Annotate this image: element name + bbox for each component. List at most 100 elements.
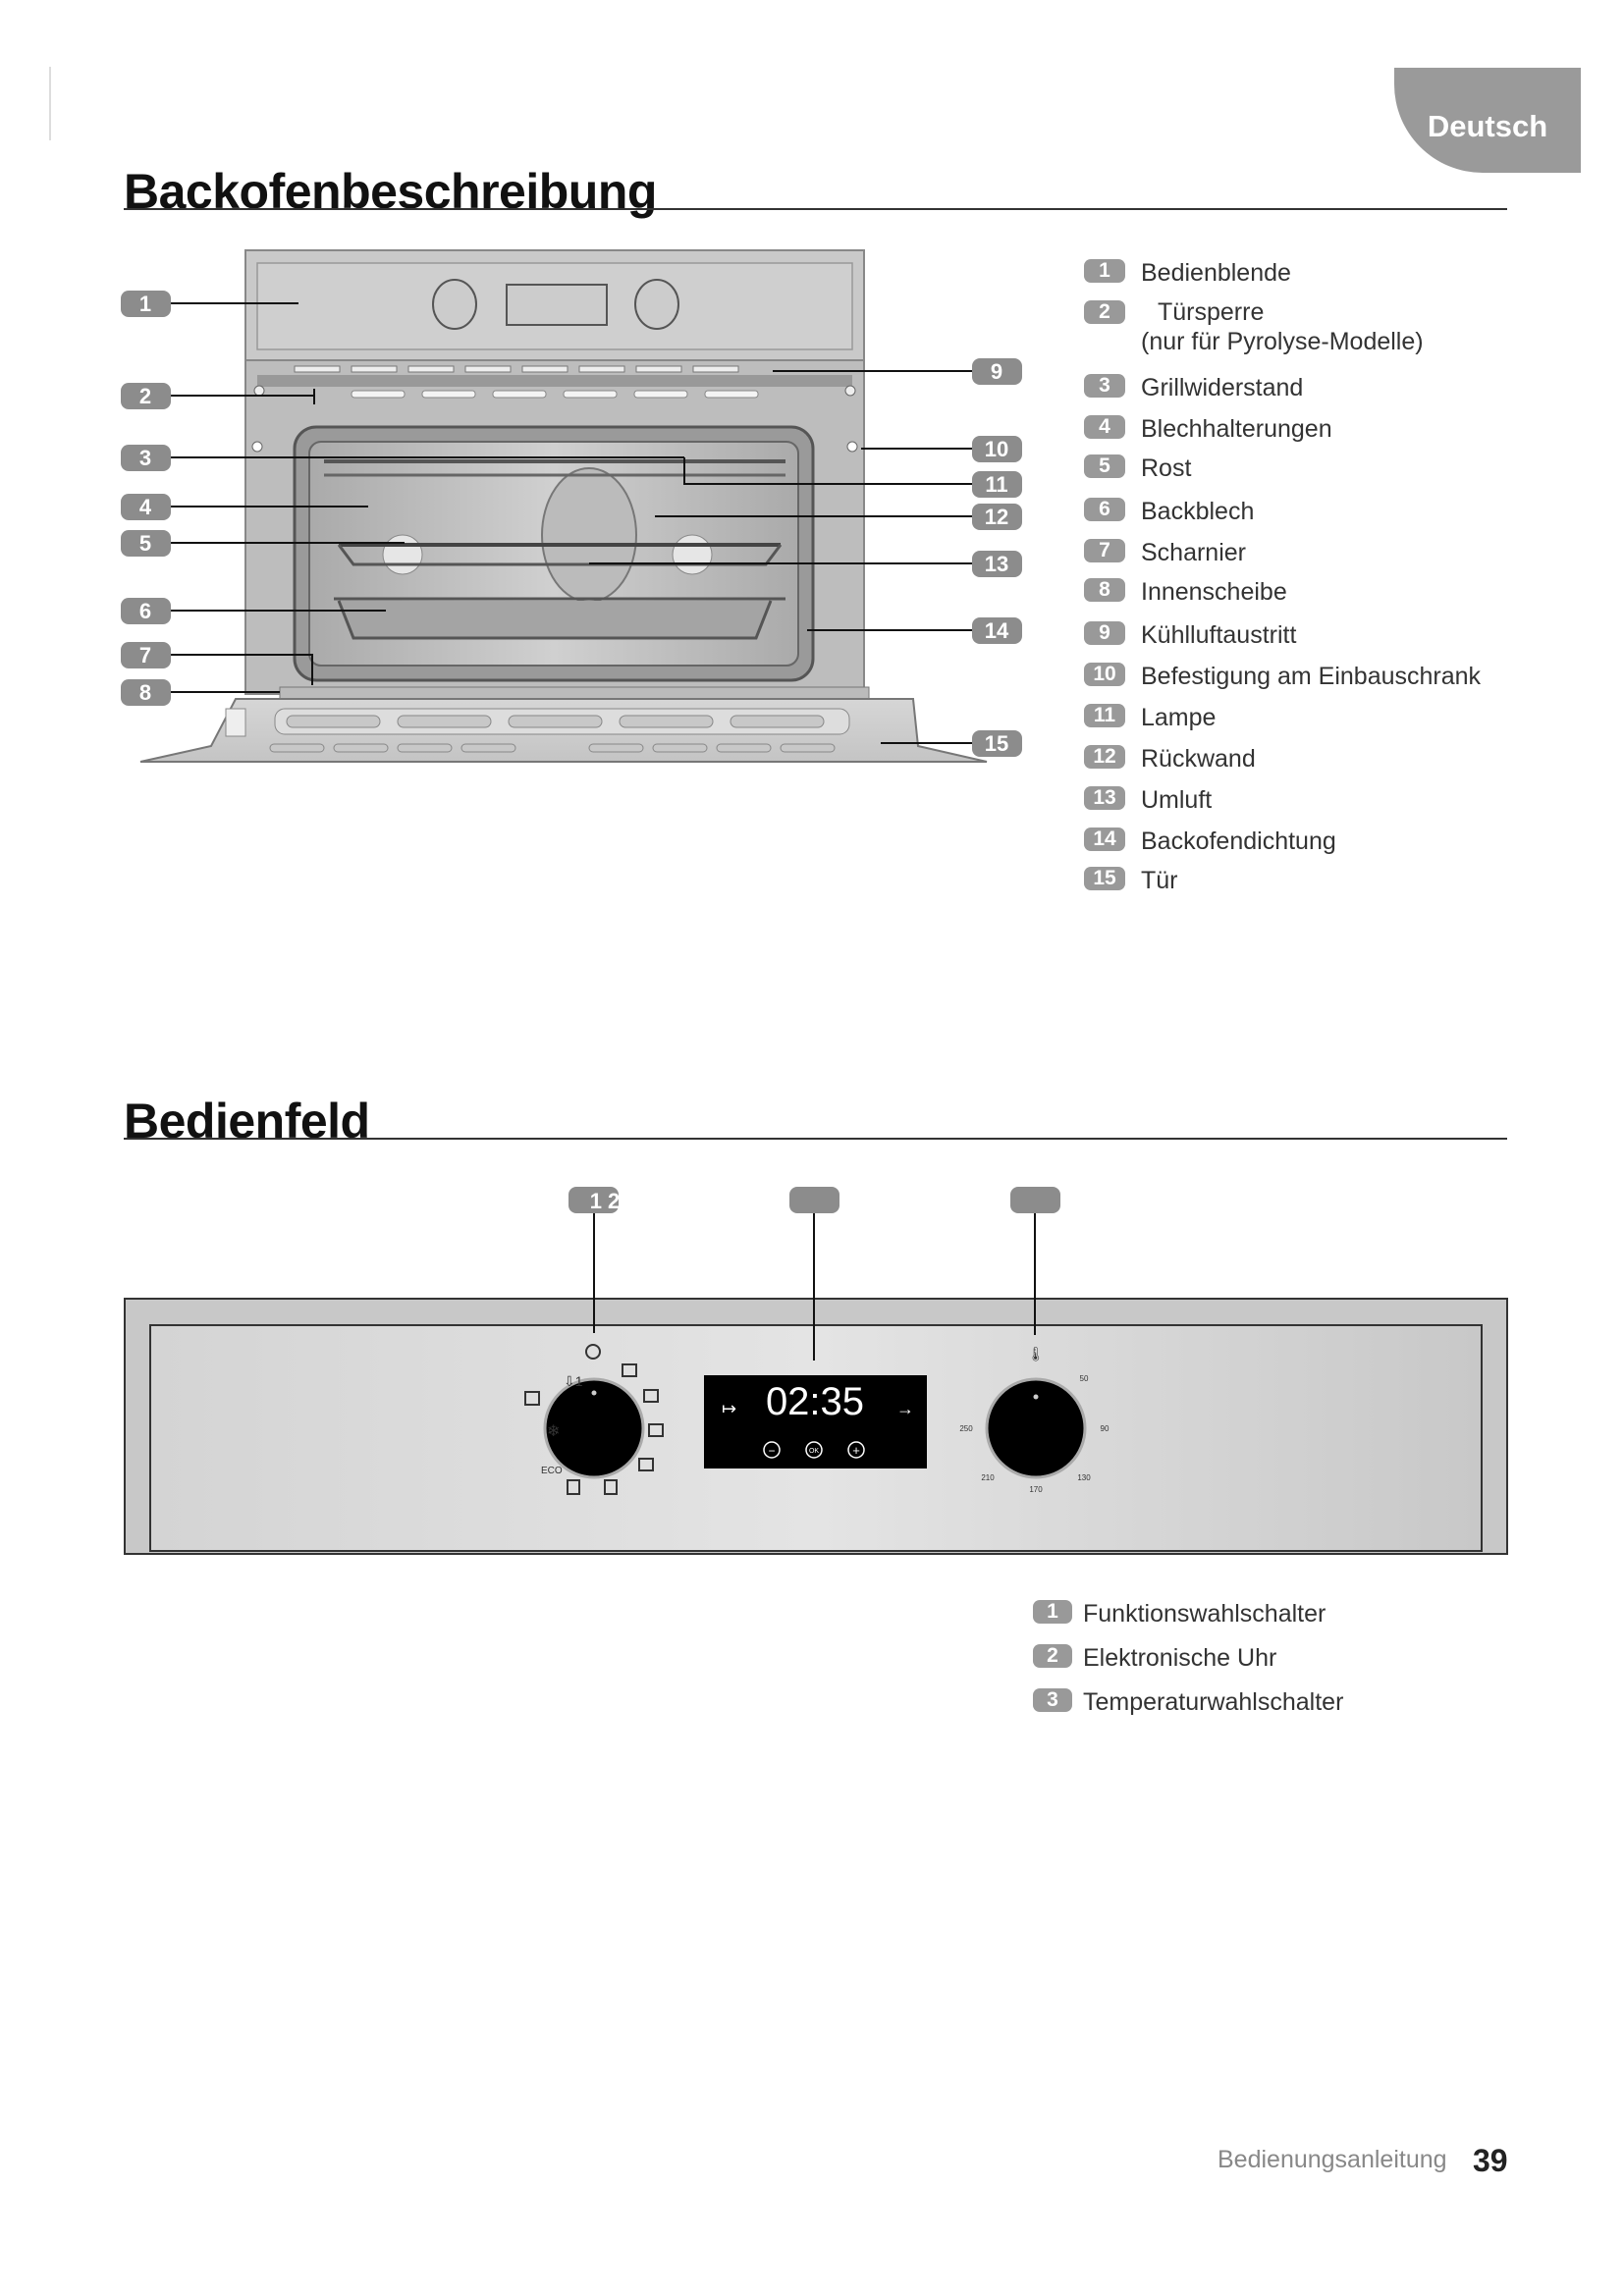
legend-badge: 3 (1084, 374, 1125, 398)
power-icon (585, 1344, 601, 1360)
temperature-icon: 🌡 (1027, 1346, 1045, 1362)
title-rule (124, 208, 1507, 210)
legend-item: 6 Backblech (1084, 498, 1254, 526)
minus-button[interactable] (763, 1441, 781, 1459)
legend-badge: 1 (1033, 1600, 1072, 1624)
scale-mark: 250 (959, 1424, 973, 1433)
callout-14: 14 (985, 618, 1009, 643)
thermometer-icon: ⇩1 (564, 1373, 583, 1389)
legend-label: Temperaturwahlschalter (1083, 1688, 1344, 1716)
legend-badge: 9 (1084, 621, 1125, 645)
scale-mark: 90 (1101, 1424, 1110, 1433)
legend-item: 9 Kühlluftaustritt (1084, 621, 1296, 650)
legend-item: 11 Lampe (1084, 704, 1216, 732)
ok-button[interactable] (805, 1441, 823, 1459)
start-time-icon: ↦ (722, 1399, 736, 1418)
legend-badge: 4 (1084, 415, 1125, 439)
legend-badge: 12 (1084, 745, 1125, 769)
callout-9: 9 (991, 359, 1002, 384)
oven-function-icon (622, 1363, 637, 1377)
legend-label: Rückwand (1141, 745, 1256, 773)
minus-label: − (768, 1444, 775, 1458)
legend-item: 2 Elektronische Uhr (1033, 1644, 1276, 1673)
legend-badge: 1 (1084, 259, 1125, 283)
legend-label: Befestigung am Einbauschrank (1141, 663, 1482, 690)
baking-tray (337, 600, 773, 640)
electronic-clock-display (704, 1375, 927, 1468)
legend-label: Elektronische Uhr (1083, 1644, 1277, 1672)
legend-badge: 6 (1084, 498, 1125, 521)
page-number: 39 (1473, 2143, 1508, 2178)
legend-item: 8 Innenscheibe (1084, 578, 1287, 607)
snowflake-icon: ❄ (547, 1423, 560, 1440)
legend-item: 3 Grillwiderstand (1084, 374, 1303, 402)
control-panel-diagram: 1 2 ❄ ECO ⇩1 02:35 ↦ → − OK + 🌡 50 90 13… (124, 1187, 1508, 1555)
legend-badge: 15 (1084, 867, 1125, 890)
eco-icon: ECO (541, 1466, 563, 1476)
oven-diagram: 1 2 3 4 5 6 7 8 9 10 11 12 13 14 15 (121, 249, 1022, 763)
callout-3: 3 (139, 446, 151, 470)
fan-cover-icon (541, 467, 637, 603)
scale-mark: 210 (981, 1473, 995, 1482)
legend-label: Backofendichtung (1141, 828, 1336, 855)
legend-label: Kühlluftaustritt (1141, 621, 1297, 649)
legend-label: Tür (1141, 867, 1178, 894)
defrost-icon (524, 1391, 540, 1406)
legend-item: 12 Rückwand (1084, 745, 1256, 774)
end-time-icon: → (896, 1399, 914, 1418)
scale-mark: 170 (1029, 1485, 1043, 1494)
legend-badge: 7 (1084, 539, 1125, 562)
callout-2: 2 (139, 384, 151, 408)
legend-badge: 13 (1084, 786, 1125, 810)
top-badge-1: 1 2 (590, 1189, 621, 1213)
function-knob-icon (432, 279, 477, 330)
legend-label: Rost (1141, 454, 1192, 482)
scale-mark: 50 (1080, 1374, 1089, 1383)
legend-label: Lampe (1141, 704, 1217, 731)
footer-manual-label: Bedienungsanleitung (1218, 2146, 1447, 2173)
temperature-selector-knob[interactable] (985, 1377, 1087, 1479)
callout-8: 8 (139, 680, 151, 705)
title-rule (124, 1138, 1507, 1140)
callout-15: 15 (985, 731, 1008, 756)
legend-item: 1 Bedienblende (1084, 259, 1291, 288)
legend-label: Scharnier (1141, 539, 1246, 566)
legend-badge: 10 (1084, 663, 1125, 686)
legend-badge: 2 (1033, 1644, 1072, 1668)
function-selector-knob[interactable] (543, 1377, 645, 1479)
legend-item: 15 Tür (1084, 867, 1178, 895)
clock-time: 02:35 (766, 1380, 864, 1423)
legend-label: Bedienblende (1141, 259, 1291, 287)
legend-badge: 3 (1033, 1688, 1072, 1712)
callout-1: 1 (139, 292, 151, 316)
legend-item: 14 Backofendichtung (1084, 828, 1336, 856)
margin-mark (49, 67, 51, 140)
ok-label: OK (809, 1448, 819, 1455)
callout-6: 6 (139, 599, 151, 623)
legend-item: 3 Temperaturwahlschalter (1033, 1688, 1343, 1717)
legend-badge: 11 (1084, 704, 1125, 727)
legend-badge: 5 (1084, 454, 1125, 478)
callout-13: 13 (985, 552, 1008, 576)
callout-5: 5 (139, 531, 151, 556)
plus-button[interactable] (847, 1441, 865, 1459)
legend-badge: 8 (1084, 578, 1125, 602)
legend-item: 10 Befestigung am Einbauschrank (1084, 663, 1481, 691)
legend-label: Backblech (1141, 498, 1255, 525)
legend-label: Grillwiderstand (1141, 374, 1304, 401)
callout-4: 4 (139, 495, 152, 519)
legend-badge: 14 (1084, 828, 1125, 851)
legend-item: 1 Funktionswahlschalter (1033, 1600, 1326, 1629)
legend-badge: 2 (1084, 300, 1125, 324)
callout-12: 12 (985, 505, 1008, 529)
function-symbols (524, 1344, 664, 1495)
legend-item: 7 Scharnier (1084, 539, 1246, 567)
legend-label: Türsperre (1158, 298, 1265, 326)
callout-7: 7 (139, 643, 151, 667)
callout-11: 11 (985, 472, 1007, 497)
legend-label: Innenscheibe (1141, 578, 1287, 606)
section-title-control-panel: Bedienfeld (124, 1094, 370, 1148)
legend-label: Funktionswahlschalter (1083, 1600, 1326, 1628)
